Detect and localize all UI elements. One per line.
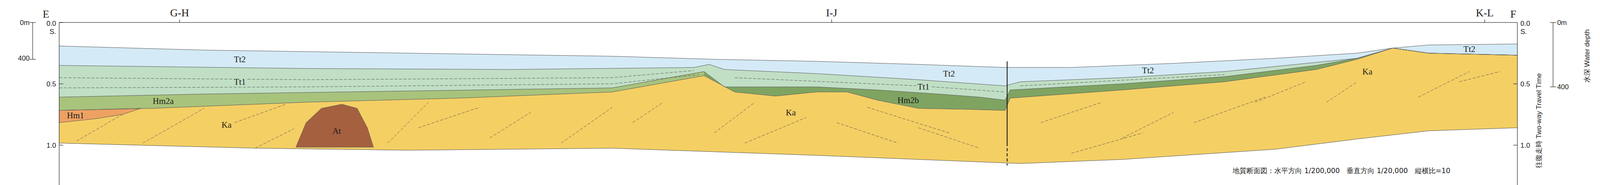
section-end-letter: F [1510, 8, 1517, 20]
bedding-line [1255, 81, 1307, 103]
bedding-line [734, 77, 1006, 92]
bedding-line [836, 122, 898, 144]
fault-line [1006, 61, 1008, 144]
layer-label: At [331, 126, 343, 135]
axis-line [59, 22, 1518, 23]
time-unit: S. [1520, 28, 1527, 36]
layer-boundary [59, 47, 1518, 110]
axis-line [58, 22, 60, 185]
layer-boundary [59, 47, 1518, 86]
layer-boundary [59, 47, 1518, 100]
scale-note: 地質断面図：水平方向 1/200,000 垂直方向 1/20,000 縦横比=1… [1232, 166, 1451, 174]
layer-label: Tt2 [1140, 66, 1155, 75]
layer-label: Tt2 [941, 69, 956, 78]
crossing-line-label: I-J [825, 7, 837, 19]
hm2b-layer [59, 47, 1518, 164]
bedding-line [1020, 74, 1225, 86]
bedding-line [489, 112, 531, 138]
bedding-line [234, 104, 286, 123]
tt2-layer [59, 43, 1518, 164]
axis-line [59, 22, 64, 23]
crossing-line-label: K-L [1475, 7, 1494, 19]
layer-label: Tt1 [232, 77, 247, 86]
bedding-line [745, 117, 807, 143]
hm1-layer [59, 108, 141, 123]
time-label: 1.0 [1520, 141, 1531, 149]
bedding-line [714, 102, 756, 133]
bedding-line [561, 107, 613, 143]
axis-line [179, 19, 180, 23]
bedding-line [59, 74, 700, 88]
time-label: 0.5 [46, 80, 57, 88]
depth-label: 0m [1557, 18, 1567, 26]
layer-label: Ka [1360, 67, 1374, 76]
axis-line [59, 144, 64, 146]
ka-layer [59, 47, 1518, 164]
bedding-line [1040, 102, 1103, 123]
depth-label: 400 [17, 54, 30, 62]
bedding-line [1459, 71, 1500, 82]
axis-line [1517, 22, 1518, 185]
bedding-line [1418, 71, 1470, 97]
crossing-line-label: G-H [170, 7, 189, 19]
layer-label: Tt1 [916, 82, 931, 92]
axis-line [1513, 144, 1518, 146]
layer-label: Ka [220, 120, 233, 129]
bedding-line [143, 108, 205, 144]
depth-label: 400 [1557, 83, 1569, 91]
tt1-layer [59, 47, 1518, 164]
axis-line [1550, 22, 1557, 23]
fault-line [1006, 143, 1008, 166]
axis-line [831, 19, 832, 23]
axis-line [59, 83, 64, 84]
axis-title: 往復走時 Two-way Travel Time [1535, 72, 1543, 168]
bedding-line [387, 102, 429, 144]
axis-line [29, 58, 36, 60]
section-end-letter: E [42, 8, 50, 20]
at-body [295, 104, 374, 148]
bedding-line [1326, 81, 1358, 103]
bedding-line [632, 102, 664, 123]
body-outline [59, 108, 141, 123]
body-outline [295, 104, 374, 148]
layer-boundary [59, 127, 1518, 164]
bedding-line [59, 70, 694, 80]
time-unit: S. [49, 28, 56, 36]
layer-label: Hm2b [896, 95, 921, 105]
layer-label: Hm2a [151, 96, 175, 106]
bedding-line [1193, 96, 1266, 123]
layer-label: Tt2 [232, 54, 247, 64]
bedding-line [867, 107, 949, 133]
bedding-line [1122, 112, 1174, 138]
depth-label: 0m [20, 18, 30, 26]
axis-line [1553, 22, 1554, 87]
axis-line [32, 22, 33, 60]
bedding-line [918, 127, 980, 148]
axis-line [1550, 86, 1557, 88]
axis-line [1484, 19, 1485, 23]
layer-label: Hm1 [65, 111, 86, 120]
axis-line [29, 22, 36, 23]
time-label: 1.0 [46, 141, 57, 149]
bedding-line [418, 107, 480, 128]
time-label: 0.0 [46, 20, 57, 27]
time-label: 0.0 [1520, 20, 1531, 27]
layer-label: Ka [784, 107, 798, 117]
axis-line [1513, 83, 1518, 84]
axis-title: 水深 Water depth [1583, 29, 1591, 83]
bedding-line [255, 128, 294, 148]
time-label: 0.5 [1520, 80, 1531, 88]
bedding-line [1071, 132, 1144, 154]
layer-label: Tt2 [1462, 44, 1477, 54]
